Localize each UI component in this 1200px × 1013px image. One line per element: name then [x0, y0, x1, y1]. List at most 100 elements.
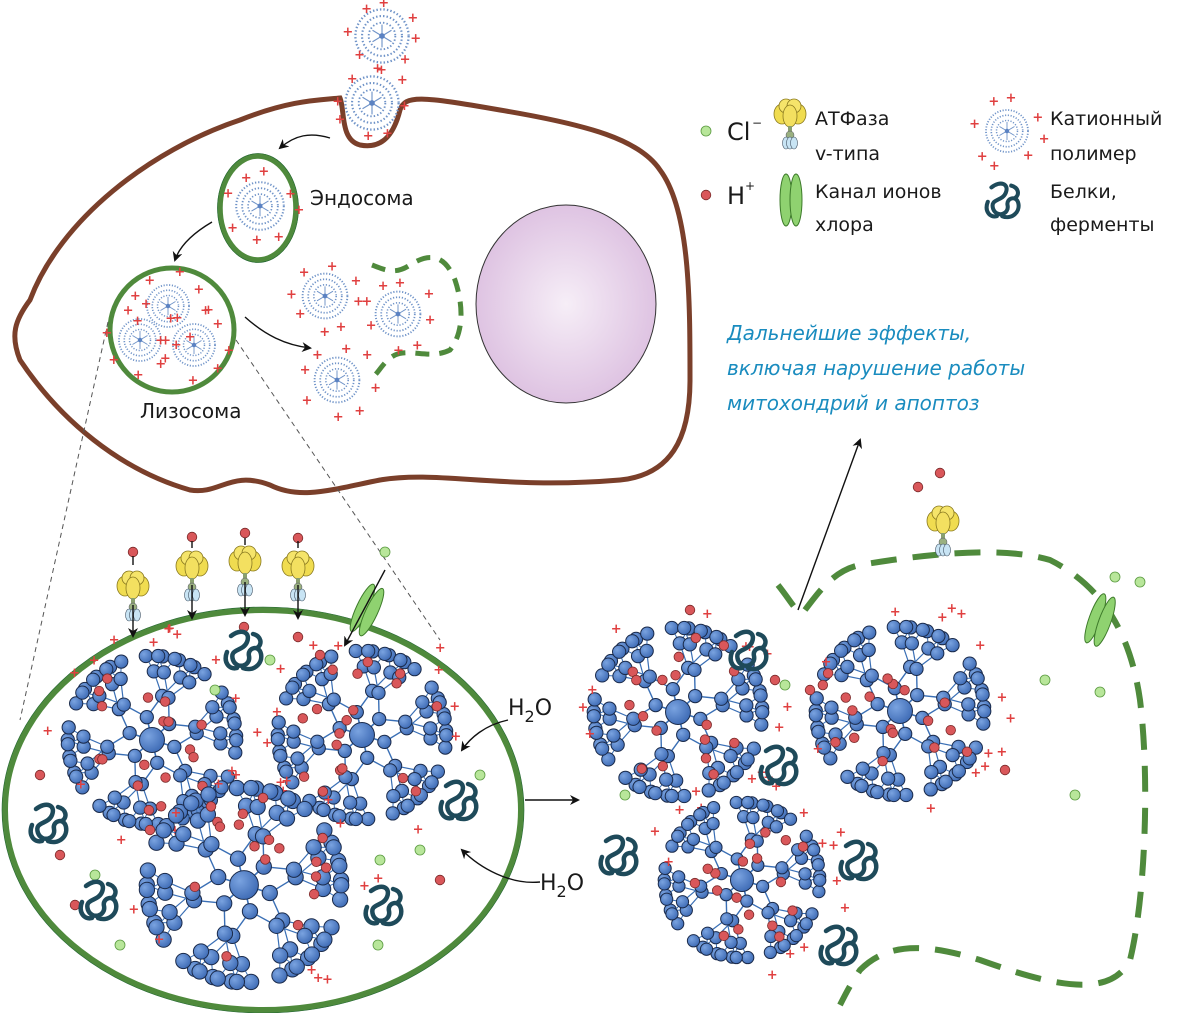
positive-charge: + — [212, 362, 223, 377]
proton-ion — [434, 874, 446, 886]
chloride-ion — [779, 679, 791, 691]
positive-charge: + — [230, 768, 241, 783]
proton-ion — [54, 849, 66, 861]
proton-ion — [744, 838, 756, 849]
positive-charge: + — [817, 836, 828, 851]
positive-charge: + — [335, 320, 346, 335]
arrow-endosome-to-lysosome — [172, 221, 213, 262]
proton-ion — [934, 467, 946, 479]
proton-ion — [314, 649, 326, 661]
positive-charge: + — [212, 317, 223, 332]
svg-text:ферменты: ферменты — [1050, 214, 1155, 236]
positive-charge: + — [767, 968, 778, 983]
positive-charge: + — [399, 99, 410, 114]
endosome-label: Эндосома — [310, 186, 414, 210]
proton-ion — [961, 746, 973, 757]
positive-charge: + — [322, 972, 333, 987]
positive-charge: + — [977, 149, 988, 164]
chloride-ion — [1039, 674, 1051, 686]
positive-charge: + — [798, 806, 809, 821]
positive-charge: + — [148, 636, 159, 651]
positive-charge: + — [425, 313, 436, 328]
positive-charge: + — [160, 333, 171, 348]
proton-ion — [657, 760, 669, 772]
proton-ion — [701, 719, 712, 731]
positive-charge: + — [251, 233, 262, 248]
positive-charge: + — [342, 25, 353, 40]
endosome — [217, 153, 299, 263]
positive-charge: + — [413, 822, 424, 837]
proton-ion — [760, 827, 771, 838]
positive-charge: + — [366, 319, 377, 334]
svg-text:Катионный: Катионный — [1050, 108, 1162, 130]
proton-ion — [922, 715, 934, 726]
positive-charge: + — [154, 933, 165, 948]
chloride-ion — [209, 684, 221, 696]
svg-text:Белки,: Белки, — [1050, 181, 1117, 203]
effects-line-3: митохондрий и апоптоз — [727, 391, 980, 415]
positive-charge: + — [361, 295, 372, 310]
positive-charge: + — [144, 274, 155, 289]
proton-ion — [743, 909, 755, 920]
positive-charge: + — [130, 289, 141, 304]
proton-ion — [362, 656, 373, 668]
positive-charge: + — [160, 351, 171, 366]
positive-charge: + — [354, 48, 365, 63]
positive-charge: + — [42, 724, 53, 739]
proton-ion — [397, 772, 409, 784]
positive-charge: + — [335, 817, 346, 832]
positive-charge: + — [362, 348, 373, 363]
proton-ion — [97, 754, 108, 765]
proton-ion — [327, 664, 338, 675]
chloride-ion — [414, 844, 426, 856]
nucleus — [475, 204, 657, 404]
positive-charge: + — [361, 2, 372, 17]
chloride-ion — [264, 654, 276, 666]
proton-ion — [142, 692, 154, 703]
proton-ion — [127, 546, 139, 558]
positive-charge: + — [946, 602, 957, 617]
positive-charge: + — [165, 312, 176, 327]
positive-charge: + — [1005, 711, 1016, 726]
proton-ion — [718, 930, 730, 942]
chloride-ion — [372, 939, 384, 951]
positive-charge: + — [397, 73, 408, 88]
positive-charge: + — [1023, 148, 1034, 163]
positive-charge: + — [363, 129, 374, 144]
proton-ion — [999, 764, 1011, 776]
proton-ion — [196, 719, 207, 731]
proton-ion — [729, 737, 740, 749]
positive-charge: + — [108, 353, 119, 368]
positive-charge: + — [354, 404, 365, 419]
positive-charge: + — [650, 825, 661, 840]
positive-charge: + — [996, 690, 1007, 705]
arrow-lysosome-release — [244, 316, 312, 353]
proton-ion — [708, 769, 719, 780]
proton-ion — [651, 725, 662, 736]
positive-charge: + — [821, 655, 832, 670]
proton-ion — [337, 763, 348, 774]
positive-charge: + — [313, 971, 324, 986]
positive-charge: + — [299, 265, 310, 280]
svg-text:полимер: полимер — [1050, 143, 1137, 165]
positive-charge: + — [306, 963, 317, 978]
positive-charge: + — [300, 363, 311, 378]
positive-charge: + — [323, 793, 334, 808]
positive-charge: + — [410, 32, 421, 47]
protein-enzyme — [601, 837, 637, 874]
positive-charge: + — [223, 186, 234, 201]
positive-charge: + — [275, 662, 286, 677]
positive-charge: + — [155, 334, 166, 349]
proton-ion — [93, 685, 105, 697]
proton-ion — [292, 919, 304, 931]
effects-line-2: включая нарушение работы — [727, 356, 1025, 380]
proton-ion — [163, 716, 174, 727]
positive-charge: + — [335, 113, 346, 128]
proton-ion — [877, 755, 888, 767]
proton-ion — [257, 792, 269, 804]
proton-ion — [311, 856, 322, 867]
proton-ion — [945, 724, 956, 736]
positive-charge: + — [1032, 110, 1043, 125]
proton-ion — [160, 772, 171, 783]
proton-ion — [143, 804, 155, 816]
